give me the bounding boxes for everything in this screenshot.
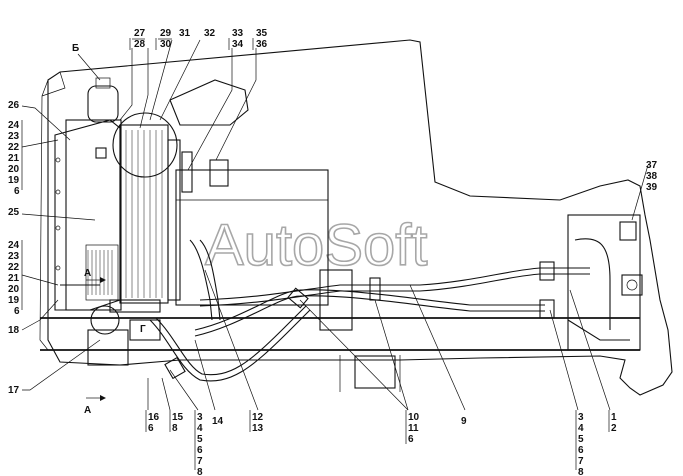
svg-text:7: 7	[578, 456, 584, 467]
callout-39: 39	[646, 182, 658, 193]
svg-text:6: 6	[197, 445, 203, 456]
svg-text:13: 13	[252, 423, 264, 434]
svg-text:12: 12	[252, 412, 264, 423]
callout-26: 26	[8, 100, 20, 111]
svg-text:5: 5	[197, 434, 203, 445]
svg-text:1: 1	[611, 412, 617, 423]
expansion-tank	[87, 77, 119, 123]
callout-31: 31	[179, 28, 191, 39]
callout-16: 16 6	[148, 412, 160, 434]
svg-text:20: 20	[8, 284, 20, 295]
svg-text:5: 5	[578, 434, 584, 445]
callout-3-8-mid: 3 4 5 6 7 8	[197, 412, 203, 476]
svg-text:24: 24	[8, 120, 20, 131]
svg-text:23: 23	[8, 131, 20, 142]
callout-27: 27	[134, 28, 146, 39]
callout-34: 34	[232, 39, 244, 50]
svg-text:4: 4	[197, 423, 203, 434]
section-a-top-label: А	[84, 268, 91, 279]
svg-text:3: 3	[197, 412, 203, 423]
pipe-runs	[149, 239, 590, 382]
svg-text:15: 15	[172, 412, 184, 423]
section-a-bottom-label: А	[84, 405, 91, 416]
callout-18: 18	[8, 325, 20, 336]
callout-29-30: 29 30	[160, 28, 172, 50]
callout-12-13: 12 13	[252, 412, 264, 434]
pump-assembly	[87, 299, 161, 366]
svg-text:19: 19	[8, 175, 20, 186]
callout-37: 37	[646, 160, 658, 171]
engine-block	[169, 79, 353, 331]
svg-text:16: 16	[148, 412, 160, 423]
rear-assembly	[567, 214, 643, 351]
cab-outline	[39, 39, 673, 396]
view-g-label: Г	[140, 324, 146, 335]
svg-text:6: 6	[14, 306, 20, 317]
callout-33: 33	[232, 28, 244, 39]
view-b-label: Б	[72, 43, 79, 54]
svg-text:6: 6	[14, 186, 20, 197]
callout-17: 17	[8, 385, 20, 396]
callout-38: 38	[646, 171, 658, 182]
watermark: AutoSoft	[205, 213, 427, 278]
callout-33-34: 33 34	[232, 28, 244, 50]
svg-text:8: 8	[172, 423, 178, 434]
radiator-block	[54, 119, 122, 311]
svg-text:8: 8	[197, 467, 203, 476]
callout-35-36: 35 36	[256, 28, 268, 50]
svg-text:24: 24	[8, 240, 20, 251]
svg-text:23: 23	[8, 251, 20, 262]
leader-lines	[21, 39, 649, 411]
svg-text:8: 8	[578, 467, 584, 476]
svg-text:21: 21	[8, 273, 20, 284]
callout-37-39: 37 38 39	[646, 160, 658, 193]
svg-text:7: 7	[197, 456, 203, 467]
svg-text:11: 11	[408, 423, 419, 434]
section-a-markers	[86, 277, 106, 401]
callout-10-11: 10 11 6	[408, 412, 420, 445]
callout-29: 29	[160, 28, 172, 39]
callout-3-8-right: 3 4 5 6 7 8	[578, 412, 584, 476]
callout-27-28: 27 28	[134, 28, 146, 50]
svg-text:6: 6	[148, 423, 154, 434]
svg-text:19: 19	[8, 295, 20, 306]
svg-text:10: 10	[408, 412, 420, 423]
callout-15: 15 8	[172, 412, 184, 434]
svg-text:2: 2	[611, 423, 617, 434]
svg-text:3: 3	[578, 412, 584, 423]
callout-left-upper-group: 24 23 22 21 20 19 6	[8, 120, 20, 197]
callout-14: 14	[212, 416, 224, 427]
svg-text:6: 6	[578, 445, 584, 456]
svg-text:4: 4	[578, 423, 584, 434]
callout-36: 36	[256, 39, 268, 50]
svg-text:22: 22	[8, 142, 20, 153]
cooler-core	[112, 112, 181, 304]
svg-text:21: 21	[8, 153, 20, 164]
svg-text:20: 20	[8, 164, 20, 175]
callout-1-2: 1 2	[611, 412, 617, 434]
callout-25: 25	[8, 207, 20, 218]
callout-left-lower-group: 24 23 22 21 20 19 6	[8, 240, 20, 317]
callout-35: 35	[256, 28, 268, 39]
callout-28: 28	[134, 39, 146, 50]
callout-32: 32	[204, 28, 216, 39]
callout-30: 30	[160, 39, 172, 50]
svg-text:6: 6	[408, 434, 414, 445]
callout-9: 9	[461, 416, 467, 427]
svg-text:22: 22	[8, 262, 20, 273]
